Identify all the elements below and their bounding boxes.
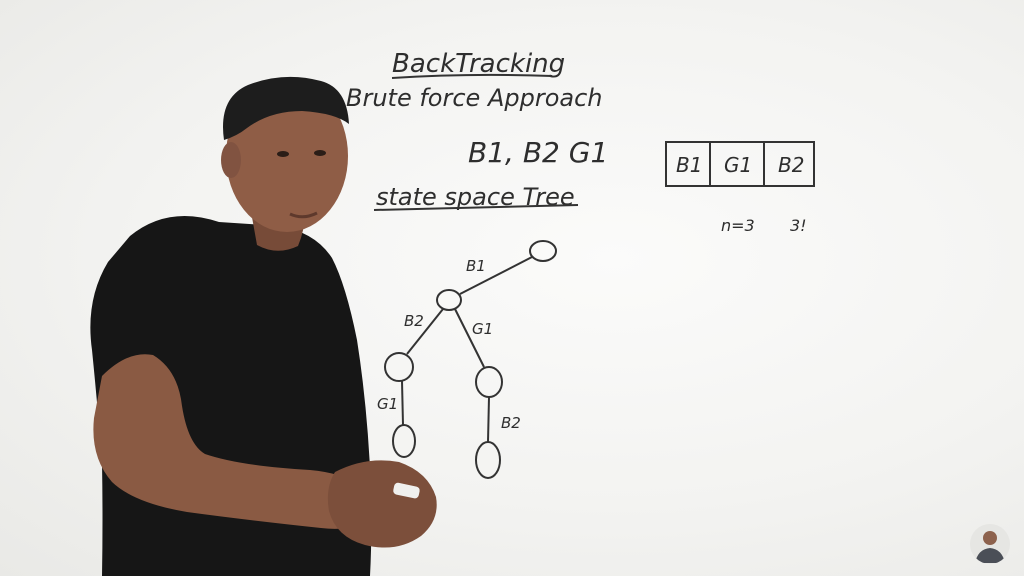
watermark-avatar (970, 524, 1010, 564)
arrangement-cell-2: G1 (724, 153, 752, 177)
presenter-hair (223, 76, 349, 140)
tree-edge-label-ll: G1 (377, 395, 398, 413)
tree-edge-b2-g1 (401, 380, 404, 426)
watermark-person-icon (975, 531, 1005, 563)
presenter-eye-right (314, 150, 326, 156)
title-underline (391, 73, 553, 79)
tree-edge-label-lr: B2 (501, 414, 521, 432)
presenter-arm (93, 354, 371, 529)
presenter-mouth (289, 211, 318, 219)
tree-edge-root-b1 (459, 256, 533, 295)
marker (393, 482, 420, 499)
tree-node-b2 (384, 352, 414, 382)
tree-node-g1 (475, 366, 503, 398)
presenter-ear (221, 142, 241, 178)
tree-edge-g1-b2 (487, 396, 490, 443)
note-factorial: 3! (790, 216, 807, 235)
tree-node-b2-g1 (392, 424, 416, 458)
arrangement-box: B1 G1 B2 (665, 141, 815, 187)
tree-node-b1 (436, 289, 462, 311)
tree-edge-label-root: B1 (466, 257, 486, 275)
arrangement-cell-3: B2 (778, 153, 804, 177)
tree-edge-b1-b2 (406, 308, 444, 355)
note-n: n=3 (721, 216, 755, 235)
presenter (90, 76, 437, 576)
section-underline (373, 204, 579, 211)
tree-node-root (529, 240, 557, 262)
board-items: B1, B2 G1 (468, 136, 608, 169)
tree-edge-b1-g1 (454, 308, 485, 368)
state-space-tree: B1 B2 G1 G1 B2 (377, 240, 557, 479)
tree-edge-label-left: B2 (404, 312, 424, 330)
arrangement-cell-1: B1 (676, 153, 702, 177)
tree-node-g1-b2 (475, 441, 501, 479)
tree-edge-label-right: G1 (472, 320, 493, 338)
board-subtitle: Brute force Approach (346, 84, 603, 112)
presenter-eye-left (277, 151, 289, 157)
presenter-hand (327, 460, 437, 548)
